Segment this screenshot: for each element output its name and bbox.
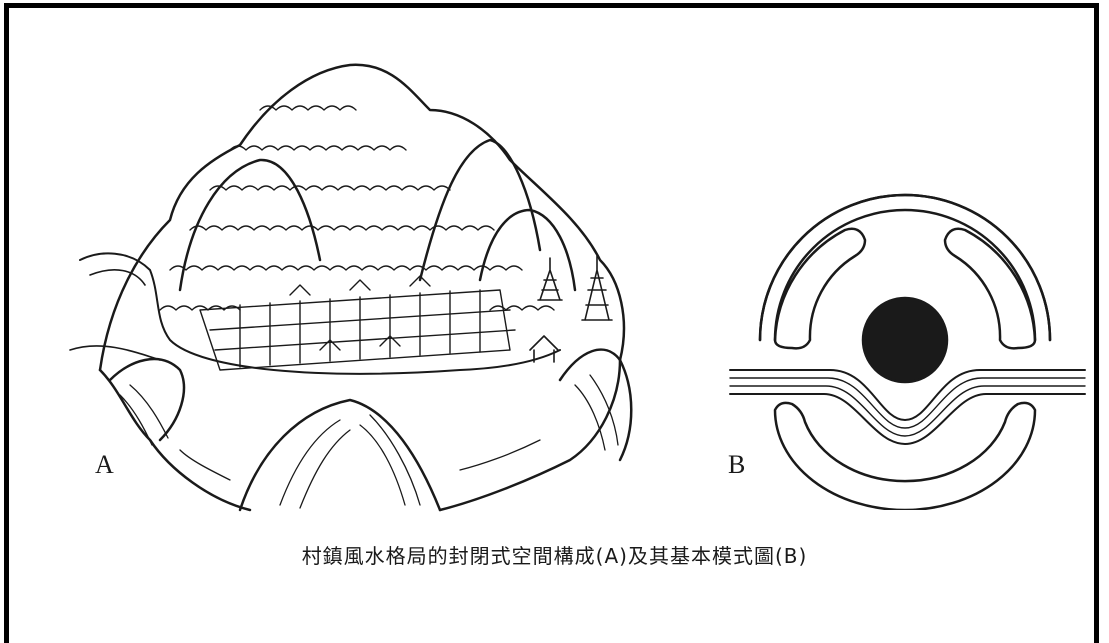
village-landscape-illustration (60, 50, 660, 520)
figure-caption: 村鎮風水格局的封閉式空間構成(A)及其基本模式圖(B) (0, 540, 1109, 569)
front-hill-center (240, 400, 440, 510)
fengshui-pattern-diagram (720, 190, 1090, 510)
stream (80, 253, 560, 373)
right-arc-band (945, 229, 1035, 349)
left-arc-band (775, 229, 865, 349)
figure-a-label: A (95, 450, 114, 480)
figure-b-label: B (728, 450, 745, 480)
central-site (863, 298, 947, 382)
village-houses (200, 276, 515, 370)
inner-peak-small-right (480, 210, 575, 290)
front-arc-band (775, 403, 1035, 510)
